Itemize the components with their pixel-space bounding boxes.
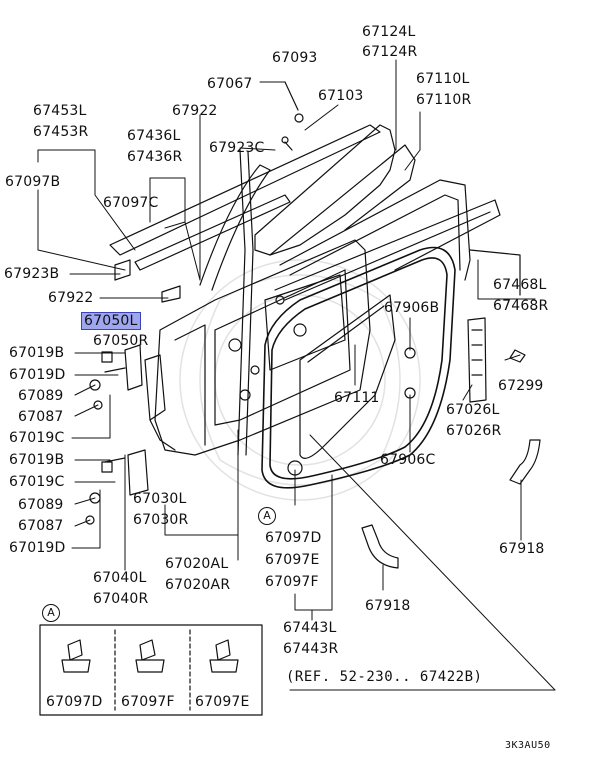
part-label[interactable]: 67918 bbox=[499, 541, 545, 557]
part-label[interactable]: 67087 bbox=[18, 518, 64, 534]
part-label[interactable]: 67030L bbox=[133, 491, 187, 507]
detail-marker-a: A bbox=[42, 604, 60, 622]
part-label[interactable]: 67097F bbox=[265, 574, 319, 590]
part-label[interactable]: 67089 bbox=[18, 388, 64, 404]
part-label[interactable]: 67026R bbox=[446, 423, 502, 439]
diagram-code: 3K3AU50 bbox=[505, 740, 551, 751]
part-label[interactable]: 67453L bbox=[33, 103, 87, 119]
window-channel bbox=[467, 317, 487, 403]
part-label-selected[interactable]: 67050L bbox=[81, 312, 141, 330]
part-label[interactable]: 67019C bbox=[9, 430, 65, 446]
part-label[interactable]: 67918 bbox=[365, 598, 411, 614]
part-label[interactable]: 67097C bbox=[103, 195, 159, 211]
part-label[interactable]: 67089 bbox=[18, 497, 64, 513]
part-label[interactable]: 67067 bbox=[207, 76, 253, 92]
part-label[interactable]: 67019C bbox=[9, 474, 65, 490]
door-inner-panel bbox=[144, 239, 371, 456]
part-label[interactable]: 67923B bbox=[4, 266, 60, 282]
part-label[interactable]: 67040R bbox=[93, 591, 149, 607]
part-label[interactable]: 67097E bbox=[195, 694, 250, 710]
part-label[interactable]: 67097B bbox=[5, 174, 61, 190]
belt-moldings bbox=[109, 124, 381, 303]
part-label[interactable]: 67468L bbox=[493, 277, 547, 293]
molding-pieces bbox=[361, 439, 541, 569]
part-label[interactable]: 67922 bbox=[48, 290, 94, 306]
reference-note: (REF. 52-230.. 67422B) bbox=[286, 669, 483, 685]
part-label[interactable]: 67019B bbox=[9, 345, 65, 361]
part-label[interactable]: 67906C bbox=[380, 452, 436, 468]
part-label[interactable]: 67097F bbox=[121, 694, 175, 710]
part-label[interactable]: 67097D bbox=[265, 530, 322, 546]
part-label[interactable]: 67124L bbox=[362, 24, 416, 40]
hinges bbox=[104, 344, 149, 496]
door-frames bbox=[199, 124, 521, 456]
part-label[interactable]: 67923C bbox=[209, 140, 265, 156]
watermark-emblem bbox=[179, 259, 421, 501]
part-label[interactable]: 67019B bbox=[9, 452, 65, 468]
part-label[interactable]: 67020AL bbox=[165, 556, 229, 572]
part-label[interactable]: 67030R bbox=[133, 512, 189, 528]
part-label[interactable]: 67443L bbox=[283, 620, 337, 636]
part-label[interactable]: 67124R bbox=[362, 44, 418, 60]
part-label[interactable]: 67453R bbox=[33, 124, 89, 140]
clip-detail-box bbox=[39, 624, 263, 716]
part-label[interactable]: 67026L bbox=[446, 402, 500, 418]
part-label[interactable]: 67906B bbox=[384, 300, 440, 316]
part-label[interactable]: 67299 bbox=[498, 378, 544, 394]
leader-lines bbox=[37, 59, 556, 691]
part-label[interactable]: 67040L bbox=[93, 570, 147, 586]
part-label[interactable]: 67087 bbox=[18, 409, 64, 425]
part-label[interactable]: 67050R bbox=[93, 333, 149, 349]
part-label[interactable]: 67110L bbox=[416, 71, 470, 87]
opening-weatherstrip bbox=[261, 246, 456, 489]
part-label[interactable]: 67468R bbox=[493, 298, 549, 314]
part-label[interactable]: 67093 bbox=[272, 50, 318, 66]
fasteners bbox=[85, 81, 526, 525]
callout-marker-a: A bbox=[258, 507, 276, 525]
part-label[interactable]: 67436L bbox=[127, 128, 181, 144]
part-label[interactable]: 67110R bbox=[416, 92, 472, 108]
part-label[interactable]: 67097E bbox=[265, 552, 320, 568]
door-weatherstrip bbox=[299, 294, 396, 459]
part-label[interactable]: 67443R bbox=[283, 641, 339, 657]
part-label[interactable]: 67103 bbox=[318, 88, 364, 104]
part-label[interactable]: 67111 bbox=[334, 390, 380, 406]
part-label[interactable]: 67922 bbox=[172, 103, 218, 119]
part-label[interactable]: 67020AR bbox=[165, 577, 231, 593]
part-label[interactable]: 67436R bbox=[127, 149, 183, 165]
part-label[interactable]: 67019D bbox=[9, 367, 66, 383]
part-label[interactable]: 67019D bbox=[9, 540, 66, 556]
part-label[interactable]: 67097D bbox=[46, 694, 103, 710]
